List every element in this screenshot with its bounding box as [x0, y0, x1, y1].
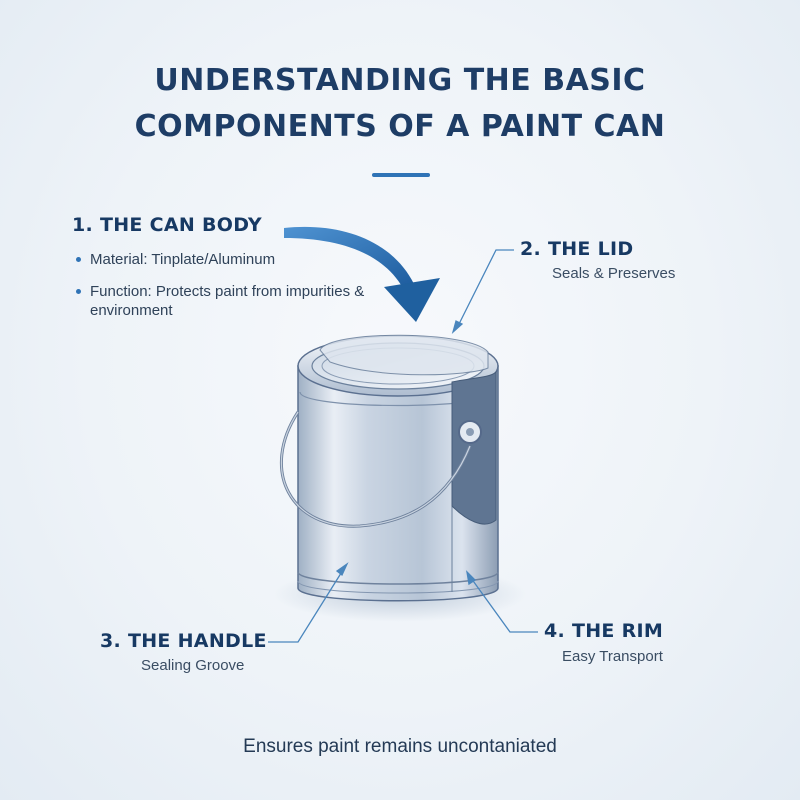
can-lid-illustration [297, 334, 499, 397]
lid-subtitle: Seals & Preserves [552, 265, 676, 282]
title-line-2: COMPONENTS OF A PAINT CAN [134, 109, 666, 144]
bullet-function: Function: Protects paint from impurities… [76, 282, 396, 320]
handle-subtitle: Sealing Groove [141, 657, 245, 674]
page-title: UNDERSTANDING THE BASIC COMPONENTS OF A … [0, 58, 800, 150]
bullet-material: Material: Tinplate/Aluminum [76, 250, 396, 269]
rim-subtitle: Easy Transport [562, 648, 663, 665]
handle-ear-panel [451, 370, 497, 525]
title-divider [372, 173, 430, 177]
curved-arrow-icon [284, 226, 440, 322]
can-body-bullets: Material: Tinplate/Aluminum Function: Pr… [76, 250, 396, 333]
title-line-1: UNDERSTANDING THE BASIC [154, 63, 646, 98]
rim-heading: 4. THE RIM [544, 620, 664, 642]
can-body-illustration [297, 365, 499, 602]
can-body-heading: 1. THE CAN BODY [72, 214, 262, 236]
handle-ear [458, 420, 482, 444]
leader-lines [268, 249, 538, 643]
lid-heading: 2. THE LID [520, 238, 634, 260]
footer-caption: Ensures paint remains uncontaniated [243, 736, 557, 757]
handle-heading: 3. THE HANDLE [100, 630, 267, 652]
